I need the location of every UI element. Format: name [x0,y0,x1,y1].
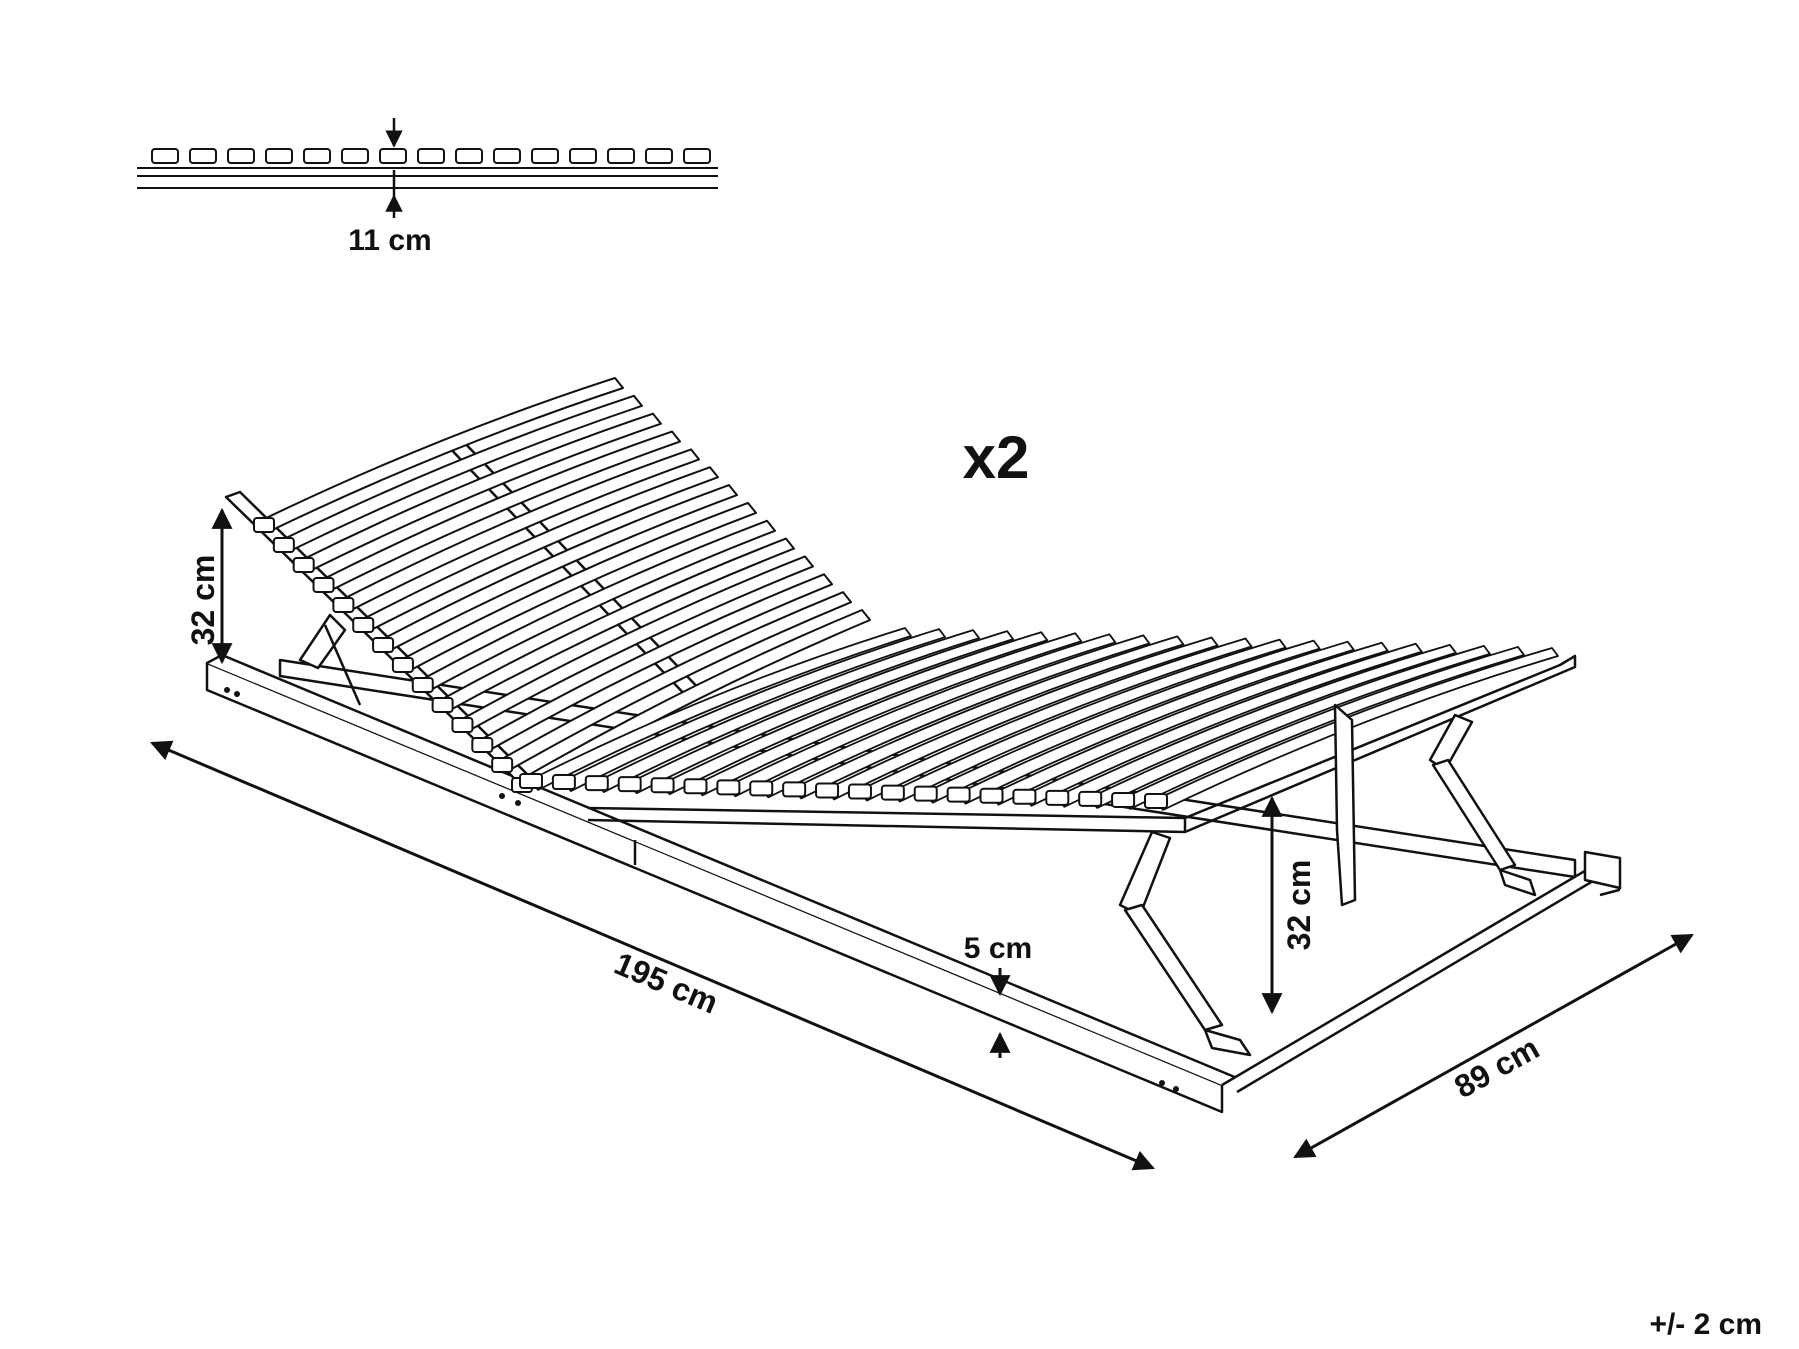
slat-cap [332,597,355,613]
length-arrow [150,740,1155,1171]
slat-profile [607,148,635,164]
slat-cap [411,677,434,693]
head-slat [499,591,852,773]
slat-cap [519,773,543,789]
slat-cap [749,780,774,797]
body-slat [1121,646,1525,810]
head-slat [380,484,738,653]
head-slat [439,537,795,713]
head-slat [360,466,719,633]
slat-cap [650,777,675,794]
slat-cap [683,778,708,795]
slat-profile [683,148,711,164]
slat-profile [151,148,179,164]
slat-cap [584,775,609,792]
slat-cap [272,537,295,553]
frame-height-label: 5 cm [964,932,1032,965]
head-slat [340,448,700,613]
slat-profile [303,148,331,164]
head-slat [419,519,776,693]
slat-cap [617,776,642,793]
slat-profile [379,148,407,164]
slat-cap [1111,791,1136,808]
slat-profile [189,148,217,164]
slat-cap [815,782,840,799]
slat-cap [1012,788,1037,805]
slat-profile [227,148,255,164]
slat-cap [253,517,275,533]
slat-cap [292,557,315,573]
body-slat [1154,647,1559,811]
slat-cap [391,657,414,673]
slat-thickness-label: 11 cm [348,224,431,257]
head-slat [280,394,643,553]
slat-cap [451,717,474,733]
slat-cap [880,784,905,801]
leg-height-label: 32 cm [1281,860,1317,951]
slat-cap [431,697,454,713]
head-slat [399,501,757,673]
head-slat [261,377,624,533]
slat-profile [455,148,483,164]
head-slat [320,430,681,593]
quantity-label: x2 [963,424,1030,491]
slat-profile [493,148,521,164]
head-slat [479,573,833,753]
length-label: 195 cm [609,945,723,1021]
slat-cap [847,783,872,800]
slat-profile [417,148,445,164]
slat-cap [352,617,375,633]
slat-cap [979,787,1004,804]
head-height-label: 32 cm [185,555,221,646]
slat-cap [312,577,335,593]
slat-profile [341,148,369,164]
dimension-arrows [150,507,1694,1171]
slat-cap [1045,789,1070,806]
slat-cap [471,737,494,753]
head-slats [253,377,871,793]
slat-cap [551,774,576,791]
slat-cross-section [137,148,718,189]
slat-cap [491,757,514,773]
width-arrow [1293,933,1694,1159]
slat-cap [782,781,807,798]
head-slat [459,555,814,733]
slat-profile [531,148,559,164]
slat-cap [913,785,938,802]
slat-cap [946,786,971,803]
slat-profile [265,148,293,164]
tolerance-label: +/- 2 cm [1649,1308,1762,1341]
slat-cap [1078,790,1103,807]
slat-cap [1144,793,1168,809]
slat-cap [716,779,741,796]
slat-profile [569,148,597,164]
head-slat [300,412,662,573]
slat-cap [372,637,395,653]
body-slats [519,627,1559,811]
slat-profile [645,148,673,164]
width-label: 89 cm [1448,1030,1545,1105]
